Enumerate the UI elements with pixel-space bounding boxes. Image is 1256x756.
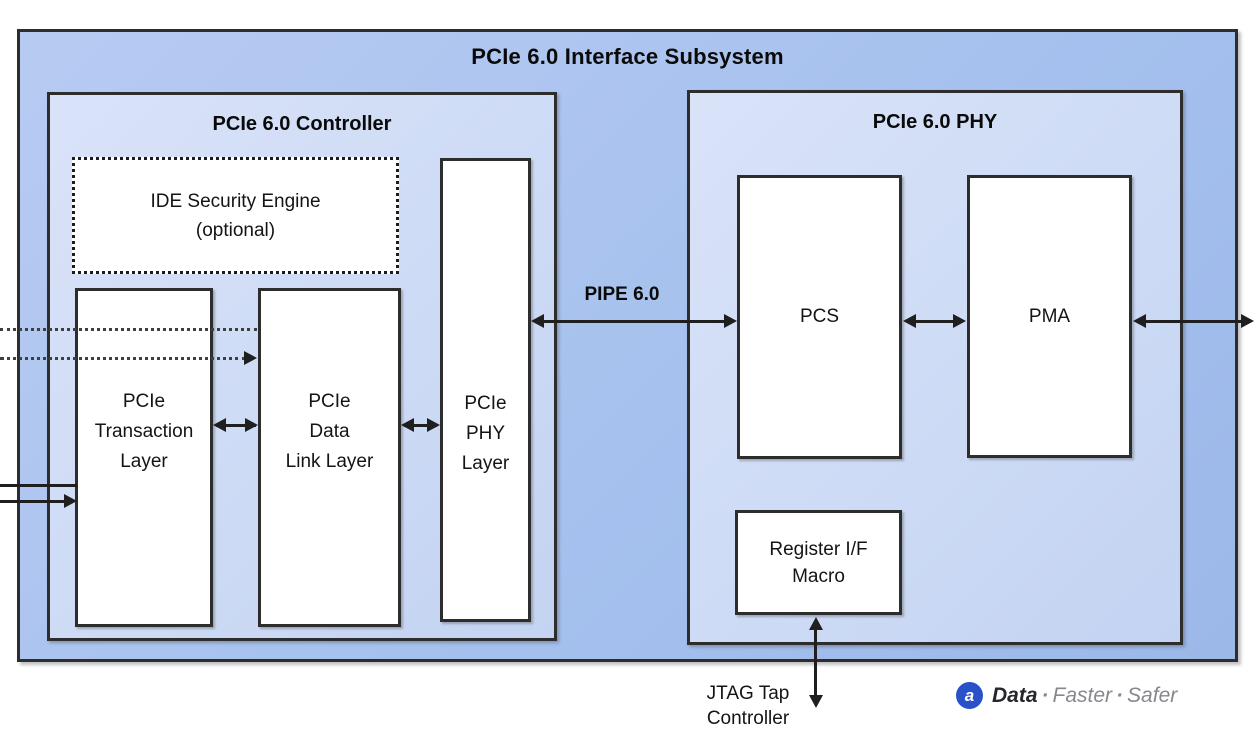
arrow-pcs-pma-left-head: [903, 314, 916, 328]
jtag-label-line1: JTAG Tap: [706, 683, 790, 704]
data-link-layer-line1: PCIe: [308, 391, 351, 412]
arrow-pcs-pma-line: [908, 320, 960, 323]
arrow-jtag-up-head: [809, 617, 823, 630]
subsystem-title: PCIe 6.0 Interface Subsystem: [471, 44, 784, 69]
phy-layer-line1: PCIe: [464, 393, 507, 414]
arrow-jtag-down-head: [809, 695, 823, 708]
transaction-layer-line1: PCIe: [122, 391, 166, 412]
arrow-transaction-datalink-left-head: [213, 418, 226, 432]
dotted-sideband-line-1: [0, 328, 257, 331]
tagline-word-data: Data: [992, 683, 1038, 707]
arrow-datalink-phylayer-right-head: [427, 418, 440, 432]
tagline-separator-1: ·: [1041, 683, 1049, 707]
pma-box: PMA: [967, 175, 1132, 458]
ide-engine-label-line2: (optional): [195, 219, 276, 241]
register-if-macro-box: Register I/F Macro: [735, 510, 902, 615]
transaction-layer-line3: Layer: [120, 451, 168, 472]
arrow-transaction-datalink-right-head: [245, 418, 258, 432]
arrow-pipe-right-head: [724, 314, 737, 328]
input-bus-line-1: [0, 484, 77, 487]
dotted-sideband-line-2: [0, 357, 246, 360]
pma-label: PMA: [1028, 305, 1071, 327]
tagline-word-faster: Faster: [1052, 683, 1113, 707]
ide-engine-label-line1: IDE Security Engine: [150, 190, 321, 212]
transaction-layer-label: PCIe Transaction Layer: [78, 387, 210, 477]
dotted-sideband-arrow-head: [244, 351, 257, 365]
data-link-layer-box: PCIe Data Link Layer: [258, 288, 401, 627]
register-macro-line1: Register I/F: [769, 538, 868, 560]
arrow-pipe-line: [536, 320, 732, 323]
transaction-layer-box: PCIe Transaction Layer: [75, 288, 213, 627]
arrow-pma-external-left-head: [1133, 314, 1146, 328]
input-bus-line-2: [0, 500, 66, 503]
register-macro-line2: Macro: [792, 565, 845, 587]
jtag-tap-controller-label: JTAG Tap Controller: [683, 681, 813, 731]
phy-layer-line3: Layer: [461, 453, 510, 474]
phy-layer-label: PCIe PHY Layer: [443, 389, 528, 479]
arrow-pipe-left-head: [531, 314, 544, 328]
arrow-pcs-pma-right-head: [953, 314, 966, 328]
arrow-datalink-phylayer-line: [404, 424, 437, 427]
data-link-layer-line2: Data: [309, 421, 350, 442]
transaction-layer-line2: Transaction: [94, 421, 194, 442]
arrow-jtag-line: [814, 622, 817, 696]
controller-title: PCIe 6.0 Controller: [212, 113, 392, 135]
brand-tagline: Data·Faster·Safer: [992, 684, 1177, 708]
input-bus-arrow-head: [64, 494, 77, 508]
arrow-pma-external-right-head: [1241, 314, 1254, 328]
brand-logo: a Data·Faster·Safer: [956, 682, 1177, 709]
phy-title: PCIe 6.0 PHY: [872, 111, 998, 133]
jtag-label-line2: Controller: [706, 708, 790, 729]
brand-logo-circle-icon: a: [956, 682, 983, 709]
arrow-datalink-phylayer-left-head: [401, 418, 414, 432]
arrow-transaction-datalink-line: [216, 424, 256, 427]
phy-layer-box: PCIe PHY Layer: [440, 158, 531, 622]
ide-security-engine-box: IDE Security Engine (optional): [72, 157, 399, 274]
register-macro-label: Register I/F Macro: [738, 536, 899, 590]
pcs-box: PCS: [737, 175, 902, 459]
phy-layer-line2: PHY: [465, 423, 506, 444]
tagline-separator-2: ·: [1116, 683, 1124, 707]
tagline-word-safer: Safer: [1127, 683, 1178, 707]
data-link-layer-line3: Link Layer: [285, 451, 374, 472]
pipe-label: PIPE 6.0: [584, 284, 660, 305]
pcs-label: PCS: [799, 306, 840, 327]
arrow-pma-external-line: [1138, 320, 1246, 323]
data-link-layer-label: PCIe Data Link Layer: [261, 387, 398, 477]
